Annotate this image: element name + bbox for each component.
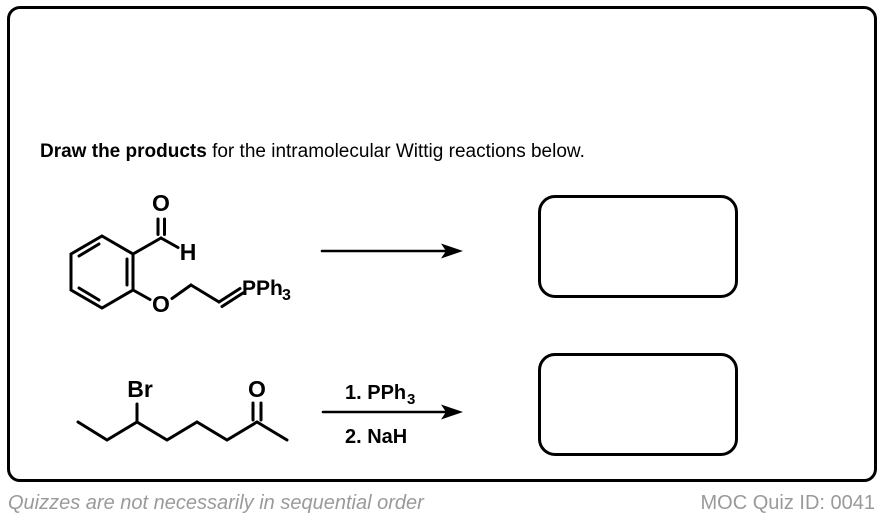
condition-step-1-subscript: 3 [407,391,415,408]
reaction-arrow-2: 1. PPh 3 2. NaH [321,382,463,448]
condition-step-2: 2. NaH [345,426,407,448]
instruction-text: Draw the products for the intramolecular… [40,141,585,163]
atom-label-ylide-subscript: 3 [282,287,291,304]
footer-note: Quizzes are not necessarily in sequentia… [8,492,424,514]
reaction-arrow-1 [320,243,463,259]
quiz-id: MOC Quiz ID: 0041 [700,492,875,514]
instruction-rest: for the intramolecular Wittig reactions … [206,141,585,162]
molecule-2: Br O [76,376,289,442]
answer-box-1[interactable] [538,195,738,298]
bond [131,288,152,301]
atom-label-ketone-oxygen: O [248,376,266,402]
condition-step-1: 1. PPh [345,382,406,404]
bond [131,236,163,256]
molecule-1: O H O PPh 3 [69,190,291,317]
bond [159,236,180,249]
double-bond-line [220,291,245,308]
atom-label-ether-oxygen: O [152,291,170,317]
carbon-chain [76,420,289,442]
arrow-head [441,243,463,259]
double-bond-line [217,287,242,304]
benzene-ring [69,234,135,310]
double-bond-line [77,242,101,258]
answer-box-2[interactable] [538,353,738,456]
atom-label-ylide-pph: PPh [242,277,283,300]
double-bond-line [77,286,101,302]
bond [170,283,193,300]
atom-label-bromine: Br [127,376,153,402]
arrow-head [441,404,463,420]
atom-label-aldehyde-oxygen: O [152,190,170,216]
bond [189,283,221,304]
instruction-bold: Draw the products [40,141,207,162]
atom-label-aldehyde-hydrogen: H [180,239,197,265]
